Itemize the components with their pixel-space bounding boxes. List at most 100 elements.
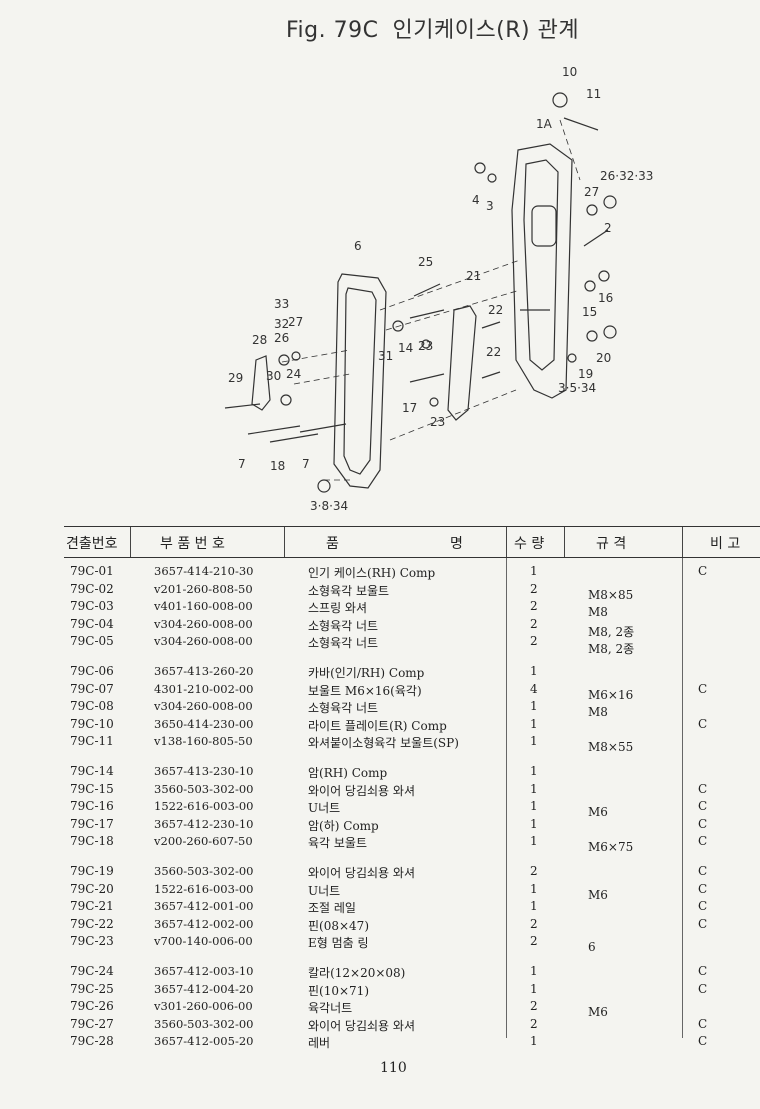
cell-note: C [698,816,708,831]
cell-part-name: 레버 [308,1036,331,1051]
callout-label: 6 [354,239,362,253]
cell-part-name: 육각너트 [308,1001,353,1016]
cell-qty: 2 [530,916,538,931]
header-qty: 수 량 [514,536,545,552]
cell-part-name: 조절 레일 [308,901,356,916]
cell-qty: 2 [530,599,538,614]
cell-spec: M6×16 [588,687,634,702]
cell-part-name: 소형육각 보울트 [308,583,390,598]
cell-part-name: U너트 [308,801,341,816]
table-header: 견출번호 부 품 번 호 품 명 수 량 규 격 비 고 [64,526,760,558]
cell-part-no: 3657-413-230-10 [154,764,254,778]
cell-part-no: 3560-503-302-00 [154,1016,254,1031]
cell-item-no: 79C-15 [70,781,114,796]
cell-qty: 2 [530,864,538,878]
cell-part-name: 스프링 와셔 [308,601,368,616]
callout-label: 17 [402,401,417,415]
cell-spec: M8, 2종 [588,642,635,657]
cell-item-no: 79C-20 [70,881,114,896]
cell-part-no: 3657-412-230-10 [154,816,254,831]
callout-label: 19 [578,367,593,381]
cell-note: C [698,834,708,849]
cell-item-no: 79C-02 [70,581,114,596]
cell-item-no: 79C-07 [70,681,114,696]
cell-note: C [698,799,708,814]
cell-item-no: 79C-19 [70,864,114,878]
cell-item-no: 79C-05 [70,634,114,649]
cell-qty: 2 [530,581,538,596]
table-row: 79C-28 3657-412-005-20 레버 1 C [64,1034,760,1051]
cell-qty: 1 [530,834,538,849]
cell-item-no: 79C-06 [70,664,114,678]
cell-qty: 1 [530,981,538,996]
callout-label: 24 [286,367,301,381]
header-name-left: 품 [326,536,339,552]
cell-part-no: 3657-412-003-10 [154,964,254,978]
cell-part-name: 소형육각 너트 [308,636,379,651]
cell-qty: 1 [530,799,538,814]
cell-item-no: 79C-28 [70,1034,114,1049]
cell-note: C [698,899,708,914]
callout-label: 2 [604,221,612,235]
cell-item-no: 79C-11 [70,734,114,749]
diagram-callouts: 10 11 1A 26·32·33 27 2 4 3 6 25 21 16 15… [228,65,653,513]
cell-part-name: 소형육각 너트 [308,701,379,716]
cell-qty: 1 [530,564,538,578]
header-spec: 규 격 [596,536,627,552]
figure-title-korean: 인기케이스(R) 관계 [392,18,580,43]
cell-part-name: 와셔붙이소형육각 보울트(SP) [308,736,459,751]
callout-label: 4 [472,193,480,207]
cell-item-no: 79C-04 [70,616,114,631]
callout-label: 26·32·33 [600,169,653,183]
cell-part-no: v200-260-607-50 [154,834,253,849]
callout-label: 22 [488,303,503,317]
cell-item-no: 79C-25 [70,981,114,996]
cell-spec: M6 [588,887,608,902]
cell-qty: 1 [530,716,538,731]
cell-spec: M6×75 [588,840,634,855]
cell-part-no: v304-260-008-00 [154,699,253,714]
callout-label: 3·5·34 [558,381,596,395]
cell-qty: 1 [530,964,538,978]
cell-item-no: 79C-22 [70,916,114,931]
cell-qty: 2 [530,616,538,631]
cell-qty: 1 [530,1034,538,1049]
cell-part-name: 암(RH) Comp [308,766,388,780]
cell-item-no: 79C-26 [70,999,114,1014]
cell-part-no: 3657-414-210-30 [154,564,254,578]
cell-note: C [698,881,708,896]
cell-part-name: 소형육각 너트 [308,618,379,633]
cell-part-no: 3657-412-005-20 [154,1034,254,1049]
callout-label: 29 [228,371,243,385]
callout-label: 7 [302,457,310,471]
callout-label: 18 [270,459,285,473]
cell-note: C [698,716,708,731]
cell-item-no: 79C-03 [70,599,114,614]
cell-part-no: v700-140-006-00 [154,934,253,949]
cell-note: C [698,1034,708,1049]
cover-plate-part [333,273,387,489]
cell-qty: 1 [530,764,538,778]
callout-label: 27 [584,185,599,199]
cell-part-name: 핀(10×71) [308,983,369,998]
cell-note: C [698,1016,708,1031]
cell-spec: M6 [588,1005,608,1020]
cell-qty: 4 [530,681,538,696]
cell-item-no: 79C-17 [70,816,114,831]
